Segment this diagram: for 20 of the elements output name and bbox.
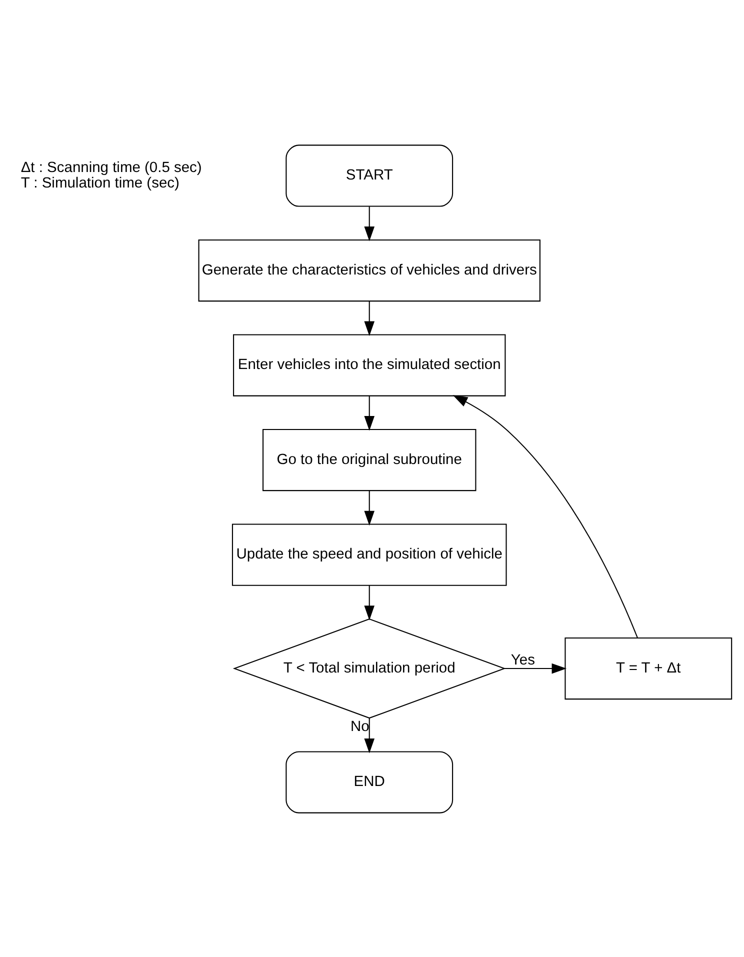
node-box: Go to the original subroutine (262, 428, 476, 491)
edge-label: Yes (510, 652, 535, 668)
arrow (364, 718, 375, 753)
node-box: T = T + Δt (564, 636, 732, 700)
arrow (504, 662, 567, 674)
edge-label: No (350, 718, 370, 734)
arrow (364, 300, 375, 336)
arrow (364, 206, 375, 241)
arrow (364, 584, 375, 620)
arrow (364, 490, 375, 526)
label: Δt : Scanning time (0.5 sec) (20, 159, 202, 176)
label: T : Simulation time (sec) (20, 175, 180, 192)
node-diamond: T < Total simulation period (232, 618, 506, 718)
arrow (364, 396, 375, 430)
node-box: Enter vehicles into the simulated section (233, 334, 506, 396)
arrow (452, 394, 638, 638)
node-box: Update the speed and position of vehicle (232, 523, 507, 586)
node-box: END (286, 750, 454, 813)
node-box: START (286, 144, 454, 206)
node-box: Generate the characteristics of vehicles and drivers (198, 238, 540, 302)
